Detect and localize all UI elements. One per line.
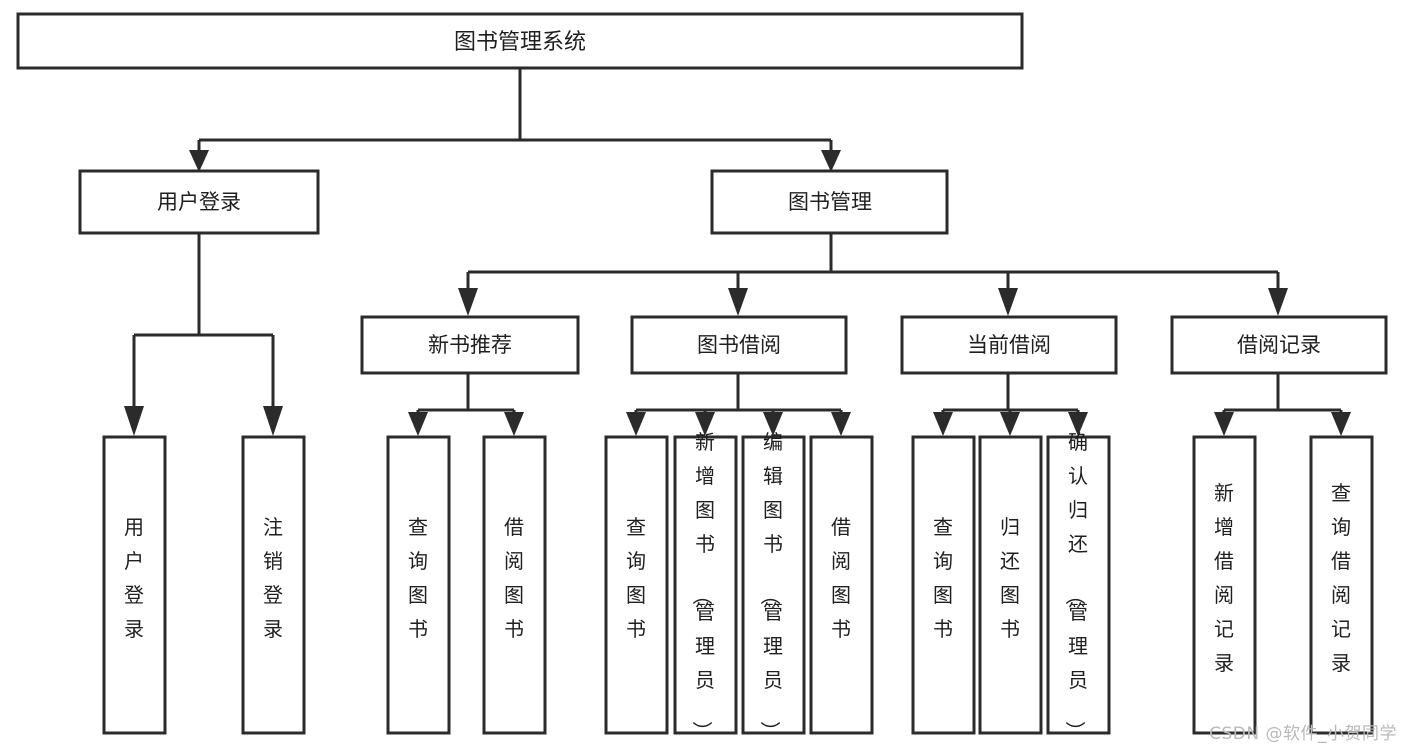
node-leaf-edit-book[interactable]: 编辑图书（管理员） (741, 430, 806, 741)
root-label: 图书管理系统 (454, 30, 586, 55)
arrow-head-leaf-query-record (1331, 412, 1351, 436)
csdn-watermark: CSDN @软件_小贺同学 (1209, 724, 1397, 744)
arrow-head-leaf-confirm-return (1068, 412, 1088, 436)
current-borrow-box[interactable] (900, 315, 1118, 375)
leaf-add-record-box[interactable] (1192, 435, 1257, 735)
leaf-return-book-box[interactable] (978, 435, 1043, 735)
leaf-query-book-3-label: 查询图书 (933, 515, 953, 641)
node-leaf-query-book-2[interactable]: 查询图书 (604, 435, 669, 735)
leaf-user-logout-label: 注销登录 (263, 515, 283, 641)
arrow-head-leaf-query-book-1 (408, 412, 428, 436)
arrow-head-user-login (189, 150, 209, 172)
arrow-head-book-borrow (728, 288, 748, 316)
connector-layer (124, 68, 1351, 436)
user-login-label: 用户登录 (157, 190, 241, 214)
leaf-borrow-book-2-label: 借阅图书 (831, 515, 851, 641)
leaf-borrow-book-1-label: 借阅图书 (504, 515, 524, 641)
node-current-borrow[interactable]: 当前借阅 (900, 315, 1118, 375)
current-borrow-label: 当前借阅 (967, 333, 1051, 357)
node-leaf-add-book[interactable]: 新增图书（管理员） (673, 430, 738, 741)
leaf-user-logout-box[interactable] (241, 435, 306, 735)
node-leaf-user-logout[interactable]: 注销登录 (241, 435, 306, 735)
new-book-recommend-box[interactable] (360, 315, 580, 375)
leaf-borrow-book-1-box[interactable] (482, 435, 547, 735)
arrow-head-current-borrow (998, 288, 1018, 316)
arrow-head-leaf-add-book (695, 412, 715, 436)
node-leaf-query-book-1[interactable]: 查询图书 (386, 435, 451, 735)
leaf-add-record-label: 新增借阅记录 (1214, 481, 1234, 675)
arrow-head-borrow-record (1268, 288, 1288, 316)
leaf-query-book-3-box[interactable] (911, 435, 976, 735)
node-leaf-query-book-3[interactable]: 查询图书 (911, 435, 976, 735)
node-user-login[interactable]: 用户登录 (78, 169, 320, 235)
arrow-head-leaf-query-book-2 (626, 412, 646, 436)
node-leaf-borrow-book-1[interactable]: 借阅图书 (482, 435, 547, 735)
leaf-user-login-label: 用户登录 (124, 515, 144, 641)
arrow-head-leaf-user-logout (263, 406, 283, 436)
book-borrow-label: 图书借阅 (697, 333, 781, 357)
leaf-query-book-1-box[interactable] (386, 435, 451, 735)
arrow-head-leaf-borrow-book-2 (831, 412, 851, 436)
node-book-manage[interactable]: 图书管理 (710, 169, 949, 235)
arrow-head-new-book-recommend (458, 288, 478, 316)
book-borrow-box[interactable] (630, 315, 848, 375)
user-login-box[interactable] (78, 169, 320, 235)
new-book-recommend-label: 新书推荐 (428, 333, 512, 357)
leaf-add-book-label: 新增图书（管理员） (690, 430, 715, 741)
arrow-head-leaf-return-book (1000, 412, 1020, 436)
leaf-query-record-box[interactable] (1309, 435, 1374, 735)
node-leaf-query-record[interactable]: 查询借阅记录 (1309, 435, 1374, 735)
leaf-edit-book-box[interactable] (741, 435, 806, 735)
arrow-head-leaf-query-book-3 (933, 412, 953, 436)
leaf-edit-book-label: 编辑图书（管理员） (758, 430, 783, 741)
arrow-head-leaf-edit-book (763, 412, 783, 436)
node-leaf-user-login[interactable]: 用户登录 (102, 435, 167, 735)
arrow-head-leaf-add-record (1214, 412, 1234, 436)
node-leaf-add-record[interactable]: 新增借阅记录 (1192, 435, 1257, 735)
leaf-return-book-label: 归还图书 (1000, 515, 1020, 641)
root-box[interactable] (16, 12, 1024, 70)
node-leaf-return-book[interactable]: 归还图书 (978, 435, 1043, 735)
node-leaf-confirm-return[interactable]: 确认归还（管理员） (1046, 430, 1111, 741)
leaf-user-login-box[interactable] (102, 435, 167, 735)
node-new-book-recommend[interactable]: 新书推荐 (360, 315, 580, 375)
leaf-confirm-return-label: 确认归还（管理员） (1063, 430, 1088, 741)
node-borrow-record[interactable]: 借阅记录 (1170, 315, 1388, 375)
leaf-confirm-return-box[interactable] (1046, 435, 1111, 735)
leaf-borrow-book-2-box[interactable] (809, 435, 874, 735)
book-manage-label: 图书管理 (788, 190, 872, 214)
leaf-add-book-box[interactable] (673, 435, 738, 735)
node-root[interactable]: 图书管理系统 (16, 12, 1024, 70)
node-book-borrow[interactable]: 图书借阅 (630, 315, 848, 375)
leaf-query-book-2-box[interactable] (604, 435, 669, 735)
arrow-head-leaf-user-login (124, 406, 144, 436)
borrow-record-label: 借阅记录 (1237, 333, 1321, 357)
node-leaf-borrow-book-2[interactable]: 借阅图书 (809, 435, 874, 735)
arrow-head-leaf-borrow-book-1 (504, 412, 524, 436)
leaf-query-book-2-label: 查询图书 (626, 515, 646, 641)
leaf-query-book-1-label: 查询图书 (408, 515, 428, 641)
leaf-query-record-label: 查询借阅记录 (1331, 481, 1351, 675)
book-manage-box[interactable] (710, 169, 949, 235)
arrow-head-book-manage (821, 150, 841, 172)
borrow-record-box[interactable] (1170, 315, 1388, 375)
